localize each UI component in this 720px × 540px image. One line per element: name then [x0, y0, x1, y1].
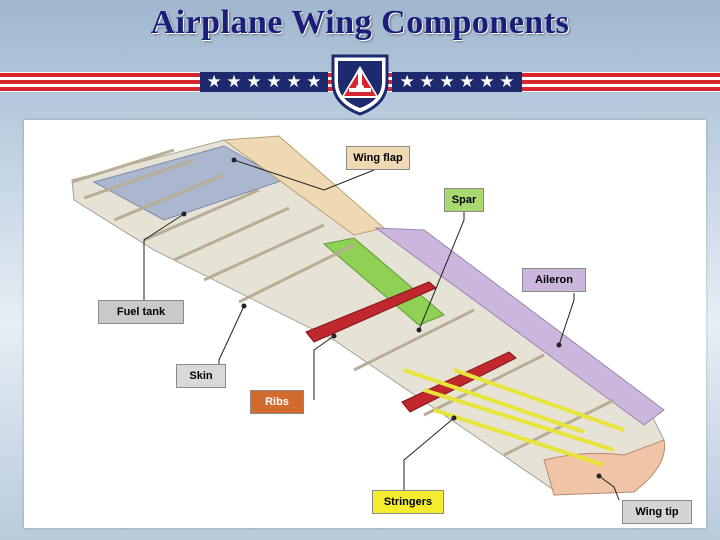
ribs-red	[305, 281, 517, 413]
diagram-panel: Wing flap Spar Aileron Fuel tank Skin Ri…	[24, 120, 706, 528]
label-fuel-tank: Fuel tank	[98, 300, 184, 324]
leader-dots	[181, 157, 602, 479]
aileron-shape	[374, 227, 665, 426]
wing-diagram	[71, 135, 666, 501]
label-stringers: Stringers	[372, 490, 444, 514]
label-skin: Skin	[176, 364, 226, 388]
label-aileron: Aileron	[522, 268, 586, 292]
label-wing-tip: Wing tip	[622, 500, 692, 524]
ribs-beige	[71, 148, 615, 457]
spar-shape	[322, 237, 445, 326]
label-wing-flap: Wing flap	[346, 146, 410, 170]
leader-lines	[143, 159, 620, 501]
emblem-logo	[331, 54, 389, 116]
star-bar-left: ★ ★ ★ ★ ★ ★	[200, 72, 328, 92]
page-title: Airplane Wing Components	[150, 4, 570, 41]
star-bar-right: ★ ★ ★ ★ ★ ★	[392, 72, 522, 92]
label-ribs: Ribs	[250, 390, 304, 414]
stringers-shape	[403, 368, 625, 467]
label-spar: Spar	[444, 188, 484, 212]
